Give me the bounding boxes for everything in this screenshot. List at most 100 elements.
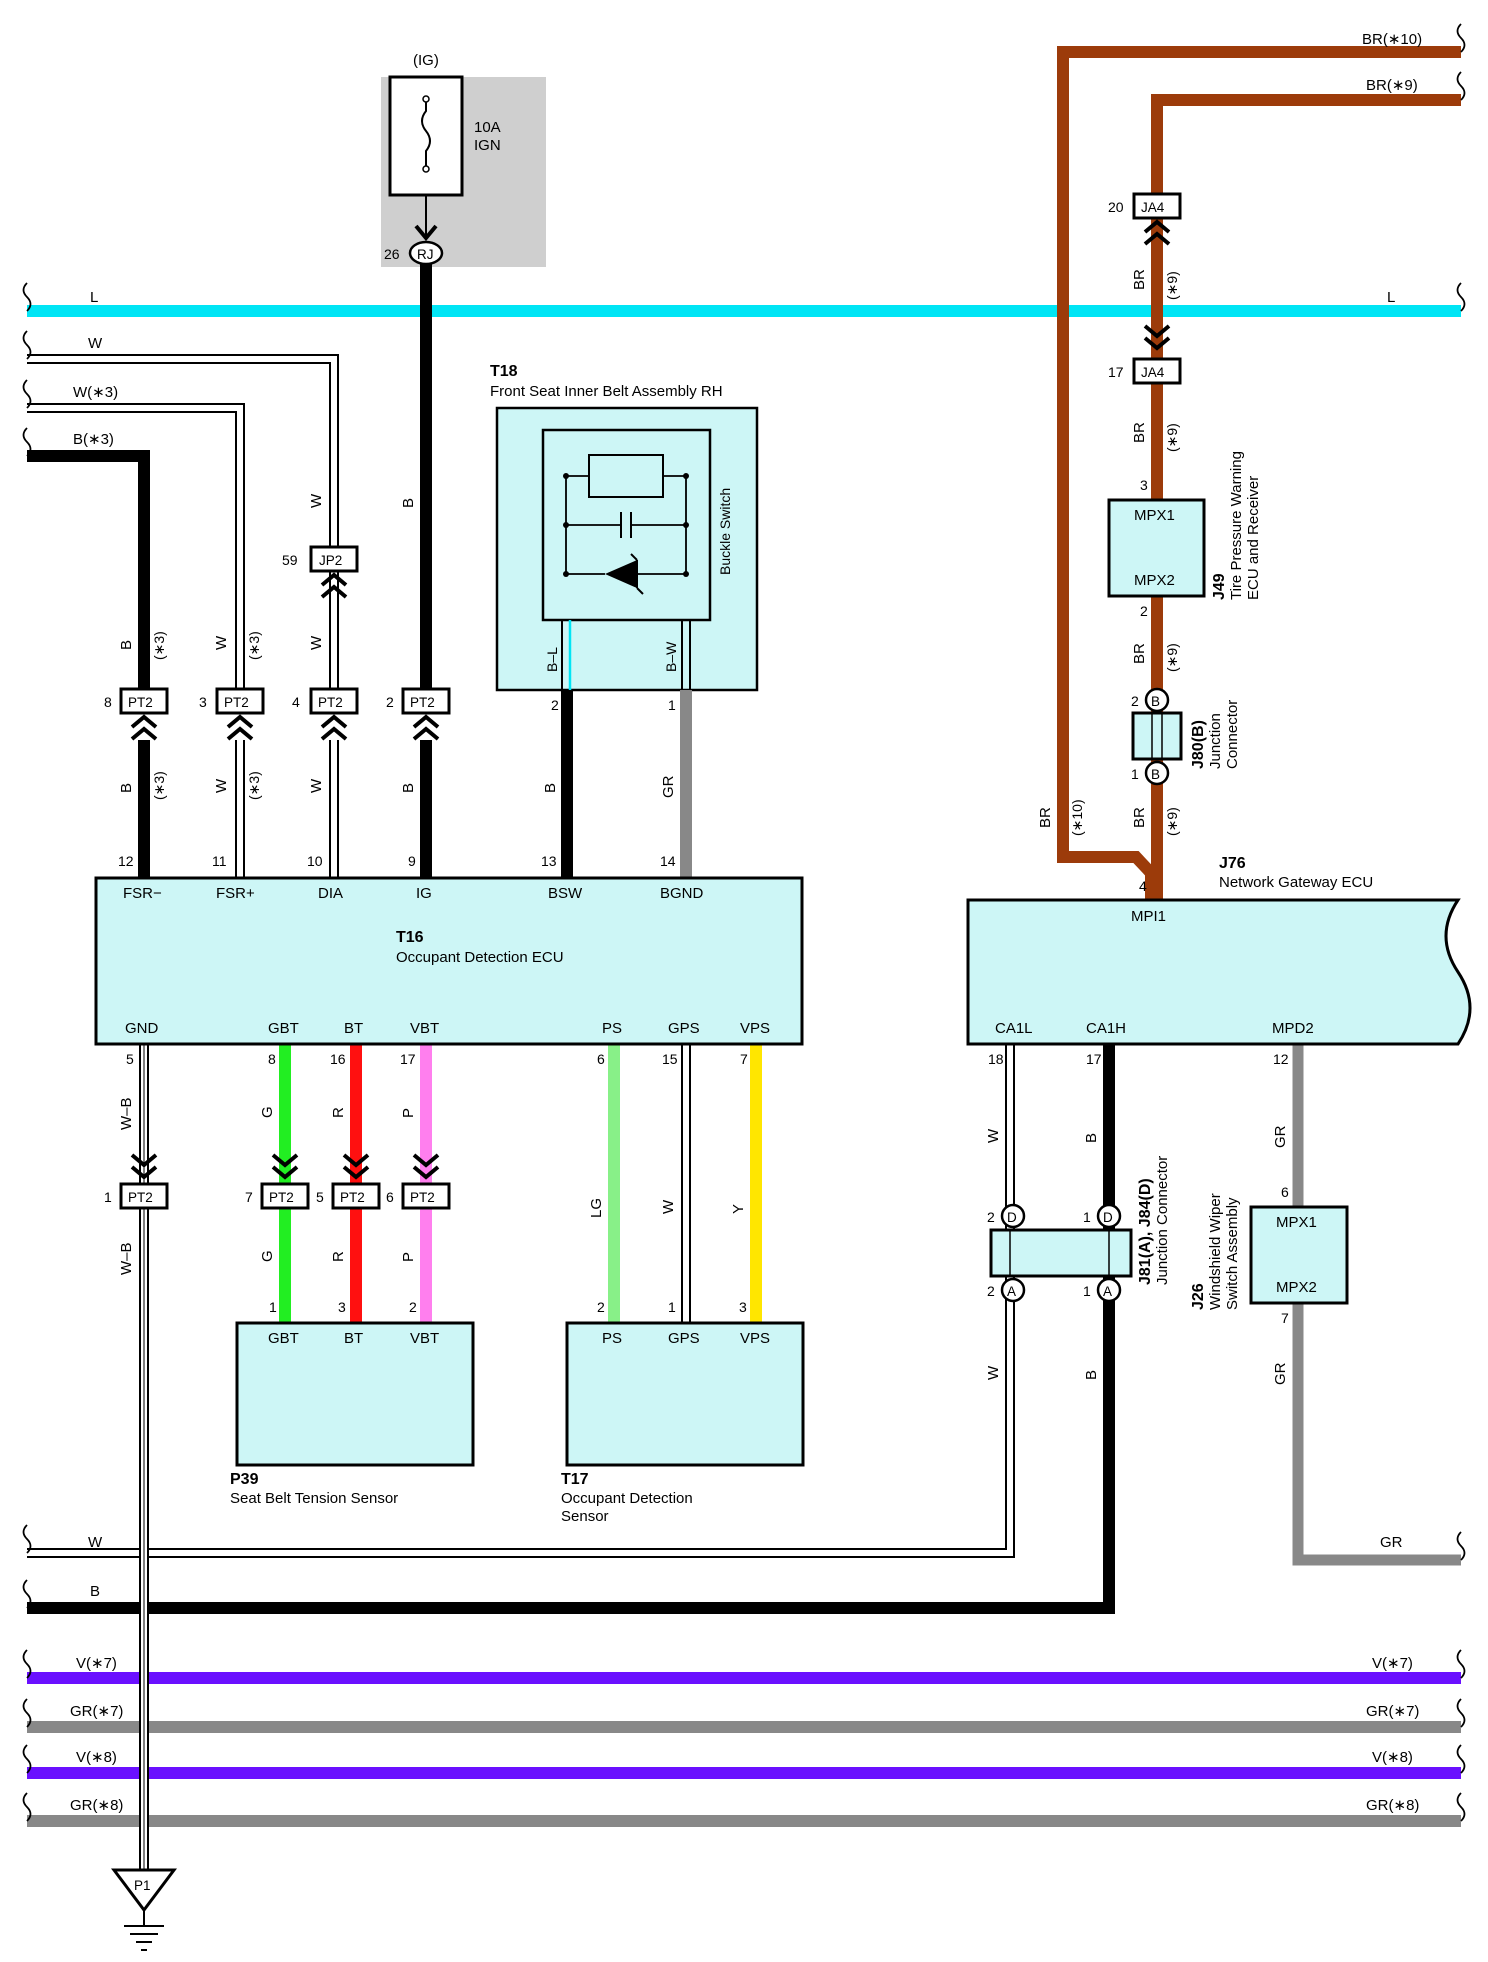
svg-text:4: 4 [1139,878,1147,894]
svg-text:B: B [1083,1133,1100,1143]
svg-text:PS: PS [602,1330,622,1347]
svg-text:3: 3 [338,1299,346,1315]
bus-w-bottom-label: W [88,1534,103,1551]
bus-w-label: W [88,335,103,352]
svg-text:(∗9): (∗9) [1164,423,1180,452]
j80-code: J80(B) [1190,720,1207,769]
j76-code: J76 [1219,855,1246,872]
pt2-connector-dia: PT2 4 [292,687,359,741]
svg-text:PS: PS [602,1020,622,1037]
svg-text:14: 14 [660,853,676,869]
j49-name-1: Tire Pressure Warning [1228,451,1245,600]
svg-text:2: 2 [987,1209,995,1225]
bus-gr8-label-left: GR(∗8) [70,1797,123,1814]
fuse-block: (IG) 10A IGN RJ 26 [381,52,546,267]
svg-text:BR: BR [1131,643,1148,664]
j81-code: J81(A), J84(D) [1137,1178,1154,1285]
svg-text:PT2: PT2 [340,1190,365,1205]
svg-text:MPI1: MPI1 [1131,908,1166,925]
svg-text:8: 8 [268,1051,276,1067]
p39-seat-belt-tension-sensor: GBT BT VBT 1 3 2 P39 Seat Belt Tension S… [230,1299,475,1507]
j26-windshield-wiper-switch: MPX1 MPX2 6 7 J26 Windshield Wiper Switc… [1190,1184,1349,1326]
svg-text:VPS: VPS [740,1330,770,1347]
bus-gr7-label-left: GR(∗7) [70,1703,123,1720]
svg-text:VBT: VBT [410,1330,439,1347]
svg-text:17: 17 [400,1051,416,1067]
j76-network-gateway-ecu: J76 Network Gateway ECU MPI1 4 CA1L CA1H… [966,855,1472,1067]
svg-text:P: P [400,1108,417,1118]
svg-text:13: 13 [541,853,557,869]
svg-text:MPX1: MPX1 [1276,1214,1317,1231]
p1-code: P1 [134,1878,151,1893]
svg-text:BR: BR [1131,807,1148,828]
j49-name-2: ECU and Receiver [1245,476,1262,600]
t16-occupant-detection-ecu: T16 Occupant Detection ECU FSR− FSR+ DIA… [94,853,804,1067]
svg-text:VPS: VPS [740,1020,770,1037]
svg-text:IG: IG [416,885,432,902]
svg-text:D: D [1103,1210,1113,1225]
svg-text:G: G [259,1106,276,1118]
svg-text:W–B: W–B [118,1097,135,1130]
bus-b3-label: B(∗3) [73,431,114,448]
svg-text:B: B [400,783,417,793]
t18-front-seat-inner-belt: T18 Front Seat Inner Belt Assembly RH Bu… [490,363,759,713]
svg-text:B: B [400,498,417,508]
connectors: PT2 8 PT2 3 PT2 4 PT2 2 JP2 59 [104,192,1182,1210]
svg-text:MPD2: MPD2 [1272,1020,1314,1037]
svg-text:PT2: PT2 [318,695,343,710]
svg-text:VBT: VBT [410,1020,439,1037]
t16-name: Occupant Detection ECU [396,949,564,966]
svg-text:FSR−: FSR− [123,885,162,902]
svg-text:1: 1 [1131,766,1139,782]
svg-text:(∗10): (∗10) [1069,799,1085,836]
ja4-connector-top: JA4 20 [1108,192,1182,246]
bus-v7-label-right: V(∗7) [1372,1655,1413,1672]
svg-text:3: 3 [199,694,207,710]
bus-gr7-label-right: GR(∗7) [1366,1703,1419,1720]
svg-text:16: 16 [330,1051,346,1067]
t18-wire-bw: B–W [663,641,679,672]
j49-tire-pressure-ecu: MPX1 MPX2 3 2 J49 Tire Pressure Warning … [1107,451,1262,619]
svg-text:15: 15 [662,1051,678,1067]
t18-name: Front Seat Inner Belt Assembly RH [490,383,723,400]
svg-text:B: B [1151,767,1160,782]
j26-code: J26 [1190,1283,1207,1310]
j26-name-1: Windshield Wiper [1207,1193,1224,1310]
svg-text:DIA: DIA [318,885,343,902]
svg-text:CA1L: CA1L [995,1020,1033,1037]
bus-br10-label: BR(∗10) [1362,31,1422,48]
ja4-connector-bottom: JA4 17 [1108,324,1182,385]
svg-text:7: 7 [1281,1310,1289,1326]
j80-name-1: Junction [1207,713,1224,769]
svg-text:2: 2 [409,1299,417,1315]
svg-text:MPX2: MPX2 [1276,1279,1317,1296]
pt2-connector-bt: PT2 5 [316,1153,381,1210]
svg-text:1: 1 [1083,1209,1091,1225]
svg-text:2: 2 [1140,603,1148,619]
svg-text:1: 1 [104,1189,112,1205]
svg-text:12: 12 [118,853,134,869]
bus-v8-label-right: V(∗8) [1372,1749,1413,1766]
bus-l-label-right: L [1387,289,1395,306]
t17-code: T17 [561,1471,589,1488]
svg-text:(∗9): (∗9) [1164,271,1180,300]
svg-text:GR: GR [1272,1125,1289,1148]
bus-w3-label: W(∗3) [73,384,118,401]
fuse-rating: 10A [474,119,501,136]
svg-text:18: 18 [988,1051,1004,1067]
j80-name-2: Connector [1224,700,1241,769]
j49-code: J49 [1211,573,1228,600]
bus-b-bottom-label: B [90,1583,100,1600]
svg-text:2: 2 [987,1283,995,1299]
pt2-connector-fsrp: PT2 3 [199,687,265,741]
svg-text:(∗3): (∗3) [151,771,167,800]
svg-text:BR: BR [1131,269,1148,290]
bus-br9-label: BR(∗9) [1366,77,1418,94]
fuse-name: IGN [474,137,501,154]
svg-text:17: 17 [1108,364,1124,380]
svg-text:Y: Y [730,1204,747,1214]
svg-text:BT: BT [344,1330,363,1347]
svg-text:PT2: PT2 [128,1190,153,1205]
svg-text:5: 5 [316,1189,324,1205]
bus-gr8-label-right: GR(∗8) [1366,1797,1419,1814]
